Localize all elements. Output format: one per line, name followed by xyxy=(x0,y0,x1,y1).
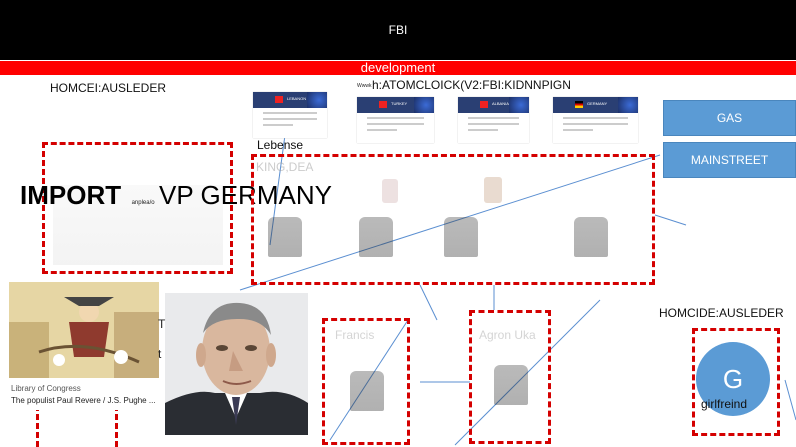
partial-text-t: T xyxy=(158,317,166,331)
connector-line xyxy=(419,284,438,321)
francis-frame xyxy=(322,318,410,445)
bottom-left-frame xyxy=(36,405,118,447)
connector-line xyxy=(239,154,661,291)
atomclock-label: h:ATOMCLOICK(V2:FBI:KIDNNPIGN xyxy=(372,78,571,92)
avatar: G xyxy=(696,342,770,416)
doc-thumbnail-2[interactable]: TURKEY xyxy=(357,97,434,143)
portrait-drawing xyxy=(165,293,308,435)
import-small-label: anplea/o xyxy=(131,200,155,206)
portrait-photo[interactable] xyxy=(165,293,308,435)
lebense-label: Lebense xyxy=(257,138,304,152)
doc-thumbnail-3[interactable]: ALBANIA xyxy=(458,97,529,143)
agron-label: Agron Uka xyxy=(479,328,536,342)
agron-frame xyxy=(469,310,551,444)
connector-line xyxy=(784,379,796,421)
connector-line xyxy=(269,134,286,246)
gas-button[interactable]: GAS xyxy=(663,100,796,136)
doc-thumbnail-4[interactable]: GERMANY xyxy=(553,97,638,143)
kings-dea-label: KING,DEA xyxy=(256,160,314,174)
doc-thumbnail-1[interactable]: LEBANON xyxy=(253,92,327,138)
import-word: IMPORT xyxy=(20,180,122,210)
girlfriend-frame xyxy=(692,328,780,436)
homcei-label: HOMCEI:AUSLEDER xyxy=(50,81,167,95)
caption-source: Library of Congress xyxy=(11,384,81,393)
cartoon-image xyxy=(9,282,159,378)
connector-line xyxy=(454,299,601,446)
mainstreet-button[interactable]: MAINSTREET xyxy=(663,142,796,178)
development-label: development xyxy=(360,60,436,75)
homcide-label: HOMCIDE:AUSLEDER xyxy=(659,306,784,320)
top-title-bar: FBI xyxy=(0,0,796,60)
atomclock-small-label: Wwwk xyxy=(357,83,372,89)
cartoon-drawing xyxy=(9,282,159,378)
vp-germany-label: VP GERMANY xyxy=(159,180,332,210)
connector-line xyxy=(329,319,409,441)
francis-label: Francis xyxy=(335,328,375,342)
connector-line xyxy=(654,214,687,226)
suspects-frame xyxy=(251,154,655,285)
cartoon-card[interactable]: Library of Congress The populist Paul Re… xyxy=(9,282,159,410)
header-title: FBI xyxy=(388,23,408,37)
caption-title: The populist Paul Revere / J.S. Pughe ..… xyxy=(11,396,156,405)
partial-text-t2: t xyxy=(158,347,162,361)
development-bar: development xyxy=(0,61,796,75)
import-heading: IMPORT anplea/o VP GERMANY xyxy=(20,180,332,211)
import-frame xyxy=(42,142,233,274)
girlfriend-label: girlfreind xyxy=(701,397,748,411)
